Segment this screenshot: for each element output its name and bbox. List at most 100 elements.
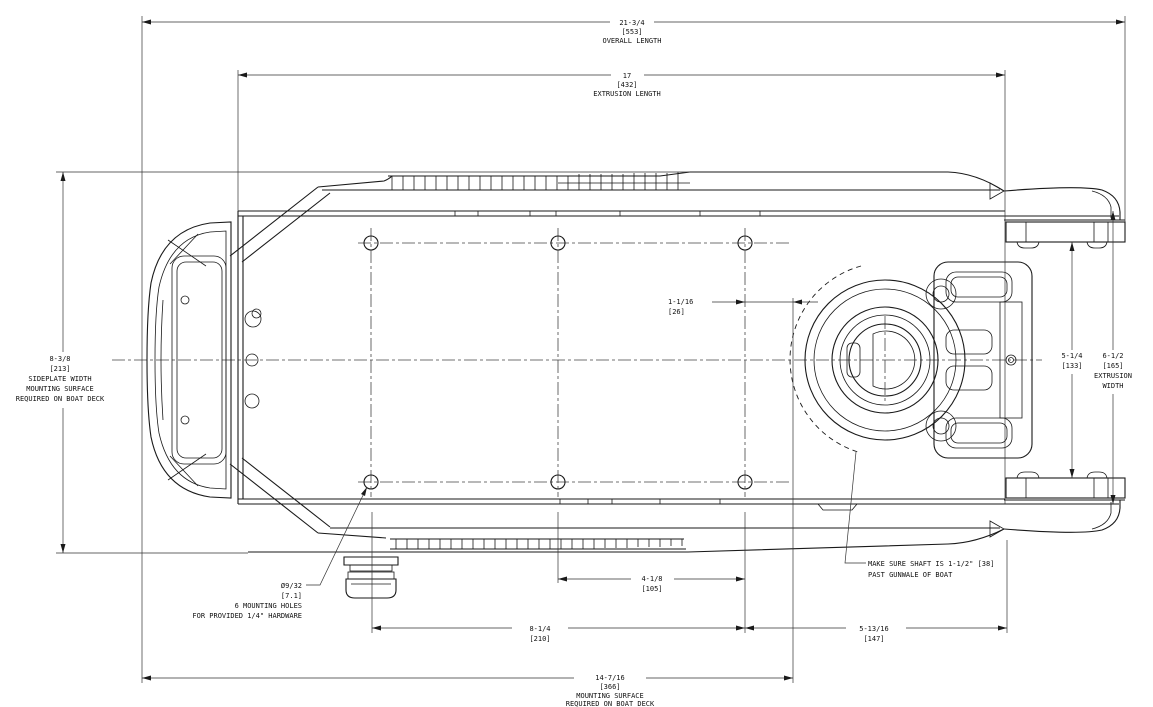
clamp-pad — [945, 365, 993, 391]
pivot-hub — [804, 278, 966, 442]
dim-label: OVERALL LENGTH — [602, 37, 661, 45]
mounting-hole — [363, 235, 379, 251]
hole-row-centerlines — [358, 242, 790, 483]
adjust-hole — [244, 393, 260, 409]
note-line: MAKE SURE SHAFT IS 1-1/2" [38] — [868, 560, 994, 568]
dimension-arrowheads — [60, 19, 1125, 681]
note-mounting-holes: Ø9/32 [7.1] 6 MOUNTING HOLES FOR PROVIDE… — [192, 582, 302, 620]
extrusion-outline — [237, 210, 1005, 505]
dimension-lines — [62, 21, 1125, 679]
dim-value: 5-1/4 — [1061, 352, 1082, 360]
dim-label: WIDTH — [1102, 382, 1123, 390]
arm-bar-bottom — [1005, 477, 1126, 499]
mounting-hole — [550, 235, 566, 251]
arm-latch-triangle-bottom — [989, 520, 1005, 538]
dim-value: 4-1/8 — [641, 575, 662, 583]
dim-mm: [553] — [621, 28, 642, 36]
dim-mm: [147] — [863, 635, 884, 643]
bracket-panel — [171, 255, 227, 465]
dim-label: EXTRUSION LENGTH — [593, 90, 660, 98]
dim-mm: [26] — [668, 308, 685, 316]
clamp-screw — [1005, 354, 1017, 366]
extrusion-body — [237, 210, 1005, 511]
extrusion-edge-ticks — [454, 211, 761, 504]
clamp-screw-bore — [1008, 357, 1014, 363]
note-line: Ø9/32 — [281, 582, 302, 590]
adjust-hole-counterbore — [251, 308, 262, 319]
clamp-slot — [945, 271, 1013, 303]
hub-boss-bore — [932, 417, 950, 435]
shaft-note-leader — [844, 451, 866, 564]
sideplate-bracket — [146, 221, 232, 499]
dim-mm: [105] — [641, 585, 662, 593]
dim-sideplate-width: 8-3/8 [213] SIDEPLATE WIDTH MOUNTING SUR… — [16, 355, 105, 403]
cleat-cup — [345, 578, 397, 599]
arm-bar-bottom-details — [1016, 471, 1109, 498]
hub-boss — [925, 410, 957, 442]
bracket-rib — [160, 299, 164, 421]
bottom-left-shoulder — [229, 457, 331, 534]
dim-extrusion-length: 17 [432] EXTRUSION LENGTH — [593, 72, 660, 98]
centerlines — [112, 228, 1042, 497]
clamp-block — [933, 261, 1033, 459]
dim-label: SIDEPLATE WIDTH — [28, 375, 91, 383]
dim-value: 5-13/16 — [859, 625, 889, 633]
hub-keyway — [846, 342, 861, 378]
bottom-cover — [229, 457, 1005, 553]
dim-value: 8-1/4 — [529, 625, 550, 633]
dim-label: EXTRUSION — [1094, 372, 1132, 380]
mounting-hole — [737, 474, 753, 490]
extrusion-bottom-notch — [817, 503, 858, 511]
bracket-hole — [180, 295, 190, 305]
bottom-grip-ticks — [395, 539, 683, 549]
dim-overall-length: 21-3/4 [553] OVERALL LENGTH — [602, 19, 661, 45]
dim-label: MOUNTING SURFACE — [26, 385, 93, 393]
dim-value: 8-3/8 — [49, 355, 70, 363]
dim-hole-span: 8-1/4 [210] — [529, 625, 550, 643]
note-shaft-gunwale: MAKE SURE SHAFT IS 1-1/2" [38] PAST GUNW… — [868, 560, 994, 579]
arm-bar-top-details — [1016, 222, 1109, 249]
dim-mm: [165] — [1102, 362, 1123, 370]
hub-d-bore — [872, 330, 916, 390]
dim-mm: [366] — [599, 683, 620, 691]
dim-mm: [210] — [529, 635, 550, 643]
arm-board-top-inner — [1091, 190, 1112, 218]
rope-cleat — [343, 556, 399, 599]
hub-boss — [925, 278, 957, 310]
bottom-cover-edge — [248, 527, 1005, 553]
hole-column-centerlines — [370, 228, 746, 497]
dim-hole-spacing: 4-1/8 [105] — [641, 575, 662, 593]
mounting-hole — [363, 474, 379, 490]
extension-lines — [56, 16, 1126, 683]
note-line: PAST GUNWALE OF BOAT — [868, 571, 953, 579]
dim-shaft-offset: 5-13/16 [147] — [859, 625, 889, 643]
bracket-inner-profile — [154, 230, 227, 490]
clamp-slot — [945, 417, 1013, 449]
mounting-hole — [737, 235, 753, 251]
arm-board-bottom — [1003, 499, 1125, 533]
dim-extrusion-width: 6-1/2 [165] EXTRUSION WIDTH — [1094, 352, 1132, 390]
dim-mounting-surface: 14-7/16 [366] MOUNTING SURFACE REQUIRED … — [566, 674, 655, 707]
clamp-outline — [933, 261, 1033, 459]
top-cover — [229, 171, 1005, 263]
dim-label: MOUNTING SURFACE — [576, 692, 643, 700]
top-left-shoulder — [229, 186, 331, 263]
hub-ring — [813, 288, 957, 432]
spool-arm-bottom — [989, 471, 1126, 538]
note-line: 6 MOUNTING HOLES — [235, 602, 302, 610]
cleat-rail — [349, 564, 393, 572]
arm-board-top — [1003, 187, 1125, 221]
dim-label: REQUIRED ON BOAT DECK — [566, 700, 655, 707]
dim-mm: [432] — [616, 81, 637, 89]
clamp-slot-inner — [950, 276, 1008, 298]
hub-ring — [839, 314, 931, 406]
dim-mm: [213] — [49, 365, 70, 373]
dim-value: 6-1/2 — [1102, 352, 1123, 360]
dim-label: REQUIRED ON BOAT DECK — [16, 395, 105, 403]
holes-note-leader — [306, 486, 368, 586]
hub-bore — [848, 323, 922, 397]
clamp-bar — [999, 301, 1023, 419]
left-adjust-holes — [244, 308, 262, 409]
